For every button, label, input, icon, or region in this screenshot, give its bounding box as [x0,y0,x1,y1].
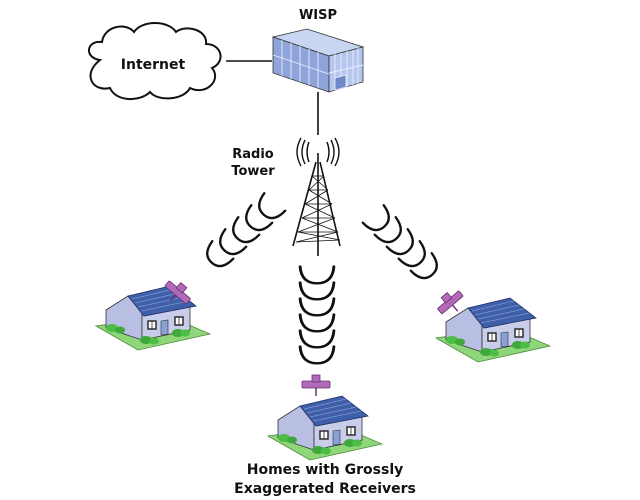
wisp-node: WISP [271,8,365,93]
cloud-icon [88,22,222,100]
wave-arc [373,216,408,249]
wave-arc [409,252,444,285]
internet-node: Internet [88,22,222,100]
home-right [432,285,551,363]
home-center [267,374,383,461]
wave-arc [226,216,261,249]
internet-label: Internet [121,57,186,73]
radio-waves-left [200,192,287,273]
home-left [95,275,211,351]
house-icon [435,297,551,363]
receiver-dish-icon [301,374,331,397]
building-icon [271,28,365,93]
wave-arc [298,297,336,317]
tower-label-line1: Radio [232,147,274,162]
house-icon [267,395,383,461]
wave-arc [239,204,274,237]
wave-arc [213,228,248,261]
wave-arc [361,204,396,237]
tower-node: Radio Tower [231,137,341,256]
homes-label-line1: Homes with Grossly [247,462,404,478]
wave-arc [298,313,336,333]
radio-waves-center [298,265,336,365]
radio-tower-icon [292,137,341,256]
wave-arc [200,240,235,273]
wisp-label: WISP [299,8,337,23]
wave-arc [298,345,336,365]
wave-arc [252,192,287,225]
wave-arc [397,240,432,273]
tower-label-line2: Tower [231,164,275,179]
homes-label-line2: Exaggerated Receivers [234,481,416,497]
wave-arc [298,281,336,301]
house-icon [95,285,211,351]
wave-arc [298,265,336,285]
wave-arc [385,228,420,261]
radio-waves-right [361,204,444,285]
wave-arc [298,329,336,349]
